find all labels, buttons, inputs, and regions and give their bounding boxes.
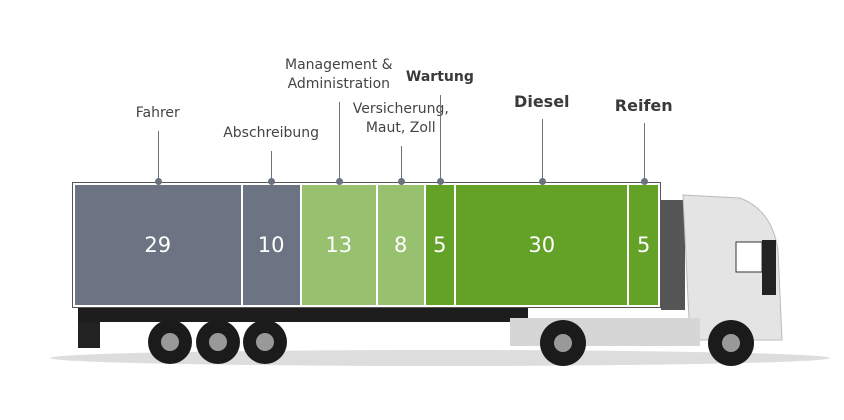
tractor-side [510, 318, 700, 346]
segment-value-label: 13 [325, 233, 353, 257]
category-label: Diesel [514, 92, 570, 111]
segment-value-label: 5 [636, 233, 651, 257]
trailer-chassis [78, 308, 528, 322]
leader-line [400, 146, 402, 181]
leader-line [643, 123, 645, 181]
bar-segment: 13 [301, 185, 376, 305]
cab-back [661, 200, 685, 310]
bar-segment: 10 [242, 185, 300, 305]
mirror [762, 240, 776, 295]
bar-segment: 8 [377, 185, 424, 305]
segment-value-label: 29 [144, 233, 172, 257]
leader-dot [335, 178, 343, 185]
bar-segment: 30 [456, 185, 628, 305]
bar-segment: 29 [75, 185, 241, 305]
leader-line [338, 102, 340, 181]
category-label: Abschreibung [223, 125, 320, 141]
category-label: Wartung [405, 69, 474, 85]
category-label: Fahrer [135, 105, 180, 121]
bar-segment: 5 [629, 185, 658, 305]
category-label: Management &Administration [285, 57, 393, 92]
leader-line [541, 119, 543, 181]
category-label: Versicherung,Maut, Zoll [352, 101, 449, 136]
segment-value-label: 10 [257, 233, 285, 257]
truck-cab [682, 194, 783, 341]
leader-dot [640, 178, 648, 185]
trailer-bumper [78, 322, 100, 348]
leader-line [271, 151, 273, 181]
leader-dot [436, 178, 444, 185]
ground-shadow [50, 350, 830, 366]
leader-line [157, 131, 159, 181]
hubs [161, 333, 740, 352]
cab-window [735, 241, 763, 273]
category-label: Reifen [614, 96, 673, 115]
segment-value-label: 30 [528, 233, 556, 257]
segment-value-label: 8 [394, 233, 408, 257]
leader-dot [268, 178, 276, 185]
leader-dot [397, 178, 405, 185]
leader-dot [538, 178, 546, 185]
bar-segment: 5 [425, 185, 455, 305]
leader-line [439, 95, 441, 181]
leader-dot [154, 178, 162, 185]
cost-bar: 29 10 13 8 5 30 5 [72, 182, 661, 308]
segment-value-label: 5 [433, 233, 447, 257]
